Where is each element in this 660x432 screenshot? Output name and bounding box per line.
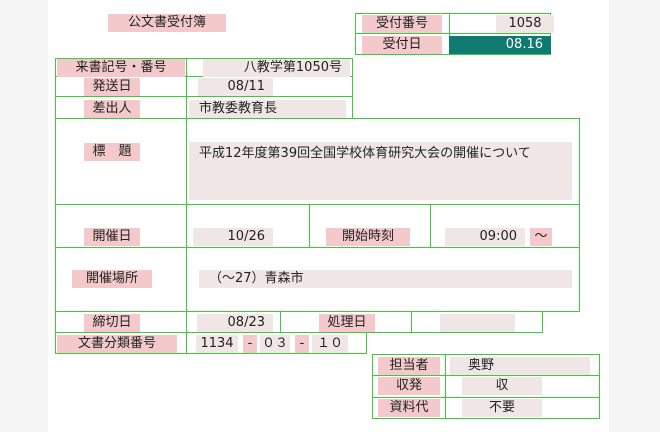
receipt-date-label: 受付日 [362,36,442,54]
handler-field[interactable]: 奥野 [450,357,590,375]
materials-fee-label: 資料代 [378,399,440,417]
start-time-label: 開始時刻 [326,228,410,246]
deadline-label: 締切日 [84,314,140,332]
receipt-date-field[interactable]: 08.16 [449,36,551,54]
deadline-field[interactable]: 08/23 [197,314,273,332]
classification-label: 文書分類番号 [57,335,177,353]
direction-label: 収発 [378,377,440,395]
direction-row [372,375,600,398]
classification-dash1: - [243,335,257,353]
receipt-number-field[interactable]: 1058 [496,15,554,33]
classification-part1-field[interactable]: 1134 [196,335,238,353]
start-time-tilde: ～ [530,228,552,246]
form-sheet: 公文書受付簿 受付番号 1058 受付日 08.16 来書記号・番号 八教学第1… [48,0,609,432]
sender-field[interactable]: 市教委教育長 [189,100,346,118]
classification-dash2: - [295,335,309,353]
event-date-label: 開催日 [84,228,140,246]
classification-part2-field[interactable]: ０３ [260,335,290,353]
subject-field[interactable]: 平成12年度第39回全国学校体育研究大会の開催について [189,142,572,200]
classification-row [55,332,367,354]
venue-field[interactable]: （～27）青森市 [199,270,572,288]
subject-label: 標 題 [84,143,140,161]
handler-label: 担当者 [378,357,440,375]
processed-date-field[interactable] [440,314,515,332]
receipt-number-label: 受付番号 [362,15,442,33]
classification-part3-field[interactable]: １０ [312,335,348,353]
venue-label: 開催場所 [72,270,152,288]
sender-label: 差出人 [84,100,140,118]
start-time-field[interactable]: 09:00 [445,228,525,246]
materials-fee-field[interactable]: 不要 [462,399,542,417]
sent-date-field[interactable]: 08/11 [198,78,273,96]
doc-ref-label: 来書記号・番号 [57,59,185,77]
sent-date-label: 発送日 [84,78,140,96]
processed-date-label: 処理日 [319,314,375,332]
direction-field[interactable]: 収 [462,377,542,395]
event-date-field[interactable]: 10/26 [193,228,273,246]
subject-label-cell [55,118,187,205]
doc-ref-field[interactable]: 八教学第1050号 [203,59,350,77]
form-title: 公文書受付簿 [108,14,226,32]
